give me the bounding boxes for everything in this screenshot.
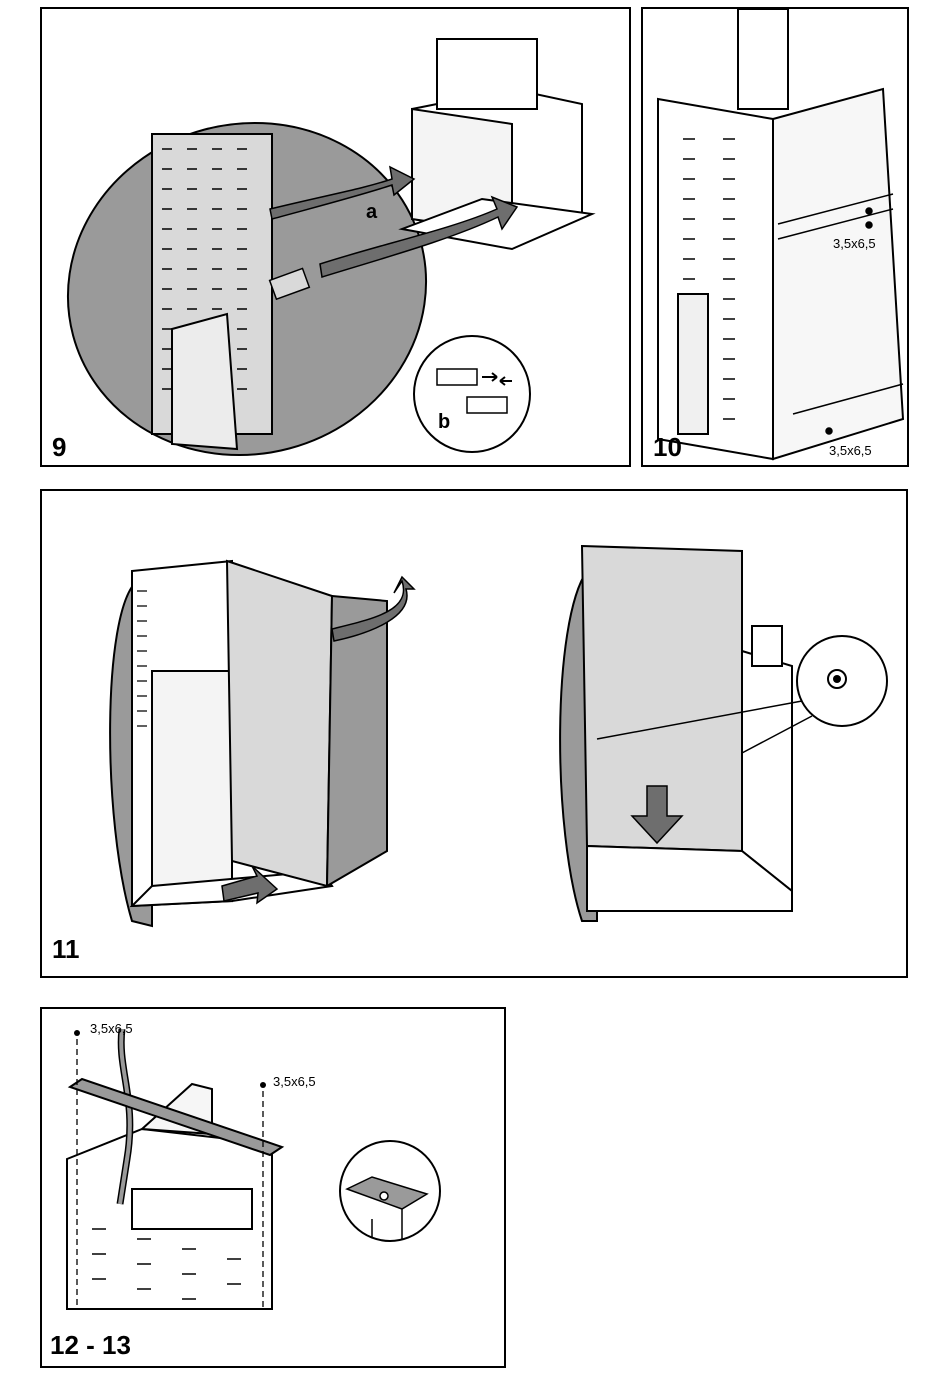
step-number: 12 - 13 [50,1332,131,1358]
step-number: 9 [52,434,66,460]
illustration-11 [42,491,908,978]
screw-label-bottom: 3,5x6,5 [829,444,872,457]
figure-panel-9: a b 9 [40,7,631,467]
illustration-12-13 [42,1009,506,1368]
figure-panel-12-13: 3,5x6,5 3,5x6,5 12 - 13 [40,1007,506,1368]
figure-panel-11: 11 [40,489,908,978]
illustration-9 [42,9,631,467]
screw-label-right: 3,5x6,5 [273,1075,316,1088]
callout-a: a [366,202,377,222]
callout-b: b [438,412,450,432]
figure-panel-10: 3,5x6,5 3,5x6,5 10 [641,7,909,467]
step-number: 11 [52,936,80,962]
screw-label-top: 3,5x6,5 [833,237,876,250]
step-number: 10 [653,434,682,460]
screw-label-left: 3,5x6,5 [90,1022,133,1035]
